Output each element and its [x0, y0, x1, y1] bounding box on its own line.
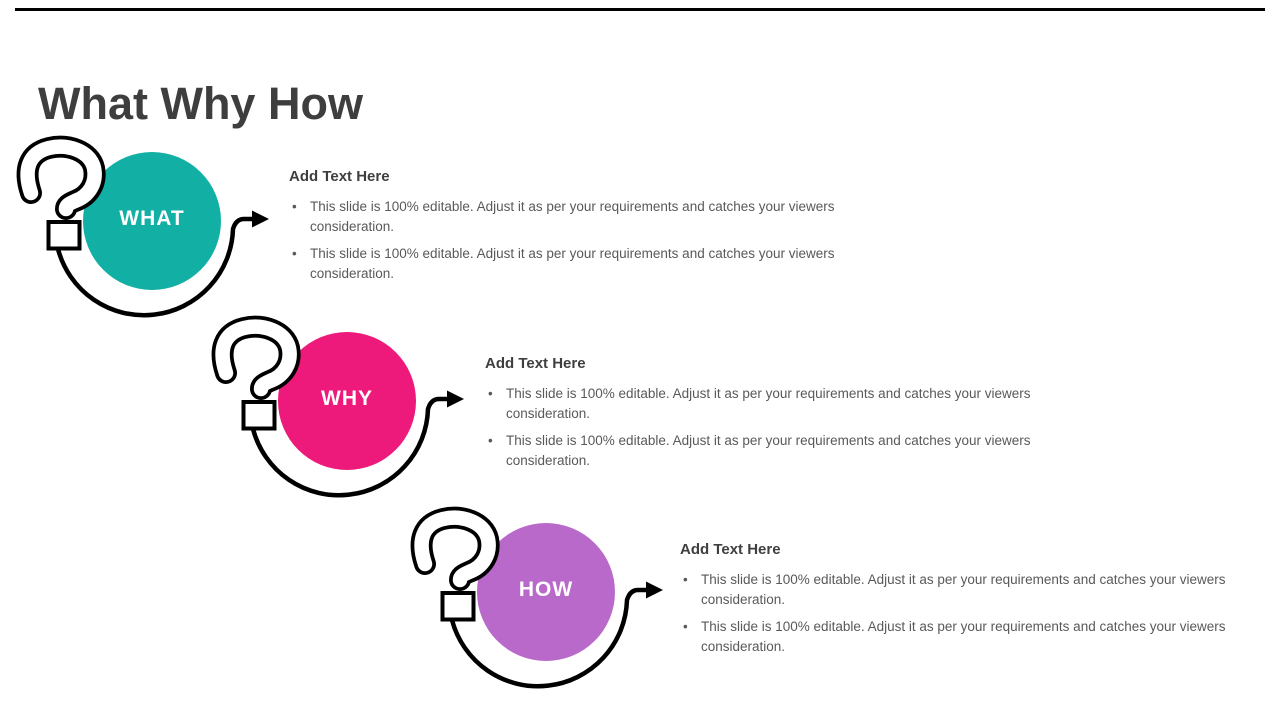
bullet-item: • This slide is 100% editable. Adjust it …: [485, 384, 1037, 424]
section-keyword-how: HOW: [518, 578, 574, 601]
section-how: HOW Add Text Here • This slide is 100% ed…: [404, 510, 1280, 710]
text-placeholder: Add Text Here • This slide is 100% editab…: [680, 541, 1232, 664]
bullet-item: • This slide is 100% editable. Adjust it …: [680, 570, 1232, 610]
bullet-item: • This slide is 100% editable. Adjust it …: [289, 244, 841, 284]
question-mark-arrow-graphic: [205, 319, 485, 509]
bullet-item: • This slide is 100% editable. Adjust it …: [289, 197, 841, 237]
bullet-dot-icon: •: [488, 386, 493, 401]
text-heading: Add Text Here: [289, 168, 390, 185]
text-placeholder: Add Text Here • This slide is 100% editab…: [289, 168, 841, 291]
text-heading: Add Text Here: [485, 355, 586, 372]
bullet-dot-icon: •: [292, 199, 297, 214]
bullet-text: This slide is 100% editable. Adjust it a…: [310, 199, 835, 234]
bullet-text: This slide is 100% editable. Adjust it a…: [506, 433, 1031, 468]
text-heading: Add Text Here: [680, 541, 781, 558]
text-placeholder: Add Text Here • This slide is 100% editab…: [485, 355, 1037, 478]
top-accent-bar: [15, 8, 1265, 11]
bullet-text: This slide is 100% editable. Adjust it a…: [701, 572, 1226, 607]
bullet-text: This slide is 100% editable. Adjust it a…: [701, 619, 1226, 654]
bullet-dot-icon: •: [292, 246, 297, 261]
bullet-dot-icon: •: [683, 572, 688, 587]
question-mark-arrow-graphic: [404, 510, 684, 700]
bullet-dot-icon: •: [683, 619, 688, 634]
bullet-text: This slide is 100% editable. Adjust it a…: [310, 246, 835, 281]
slide-title: What Why How: [38, 78, 363, 130]
bullet-list: • This slide is 100% editable. Adjust it …: [485, 384, 1037, 471]
bullet-item: • This slide is 100% editable. Adjust it …: [485, 431, 1037, 471]
bullet-dot-icon: •: [488, 433, 493, 448]
section-keyword-what: WHAT: [119, 207, 185, 230]
question-mark-arrow-graphic: [10, 139, 290, 329]
section-keyword-why: WHY: [321, 387, 373, 410]
bullet-text: This slide is 100% editable. Adjust it a…: [506, 386, 1031, 421]
bullet-list: • This slide is 100% editable. Adjust it …: [289, 197, 841, 284]
section-why: WHY Add Text Here • This slide is 100% ed…: [205, 319, 1165, 519]
bullet-item: • This slide is 100% editable. Adjust it …: [680, 617, 1232, 657]
section-what: WHAT Add Text Here • This slide is 100% e…: [10, 139, 970, 339]
bullet-list: • This slide is 100% editable. Adjust it …: [680, 570, 1232, 657]
